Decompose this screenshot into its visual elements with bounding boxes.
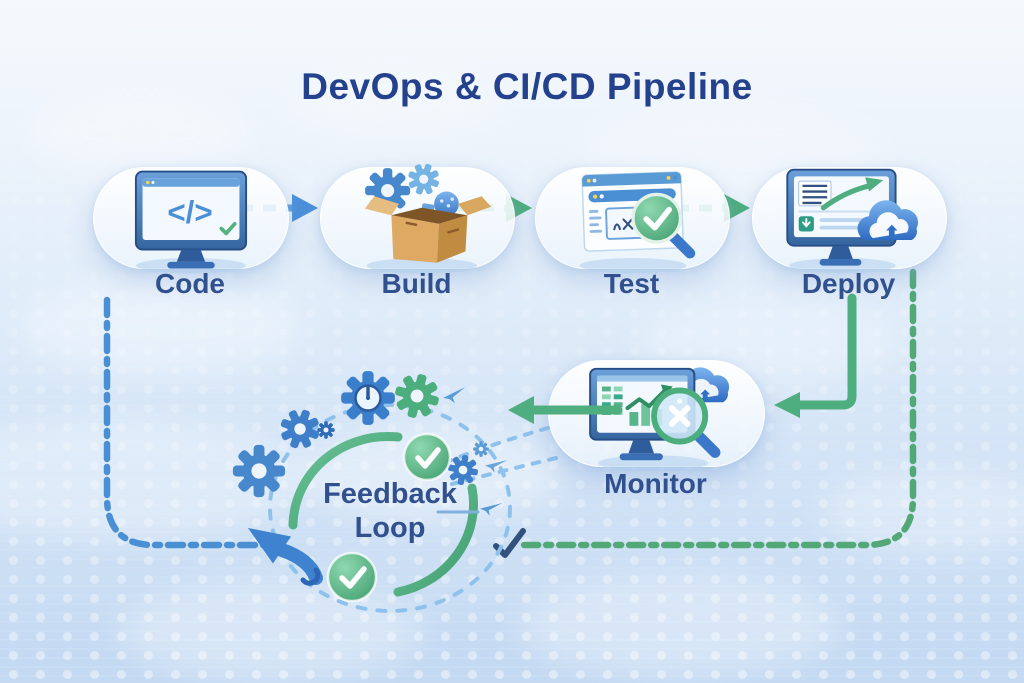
monitor-analytics-magnifier-cloud-icon [588, 367, 729, 472]
stage-code: </> [93, 167, 289, 274]
package-box-gears-icon [364, 158, 491, 274]
stage-label-code: Code [155, 268, 225, 299]
stage-label-monitor: Monitor [604, 468, 707, 499]
monitor-cloud-upload-icon [785, 168, 918, 274]
growth-arrow-icon [820, 183, 872, 211]
stage-deploy [752, 167, 947, 274]
stage-label-test: Test [603, 268, 660, 299]
checkmark-icon [219, 221, 237, 236]
stage-test [535, 167, 730, 274]
browser-check-magnifier-icon [579, 171, 695, 274]
monitor-code-icon: </> [134, 170, 248, 274]
stage-build [320, 158, 515, 274]
test-scribbles [612, 218, 633, 231]
page-title: DevOps & CI/CD Pipeline [301, 66, 753, 107]
stage-label-deploy: Deploy [801, 268, 896, 299]
stage-label-build: Build [381, 268, 452, 299]
stage-monitor [548, 360, 765, 472]
magnifier-check-icon [630, 192, 695, 259]
feedback-loop-label: Feedback Loop [323, 478, 457, 544]
cloud-icon [857, 200, 918, 240]
code-glyph: </> [167, 195, 212, 230]
